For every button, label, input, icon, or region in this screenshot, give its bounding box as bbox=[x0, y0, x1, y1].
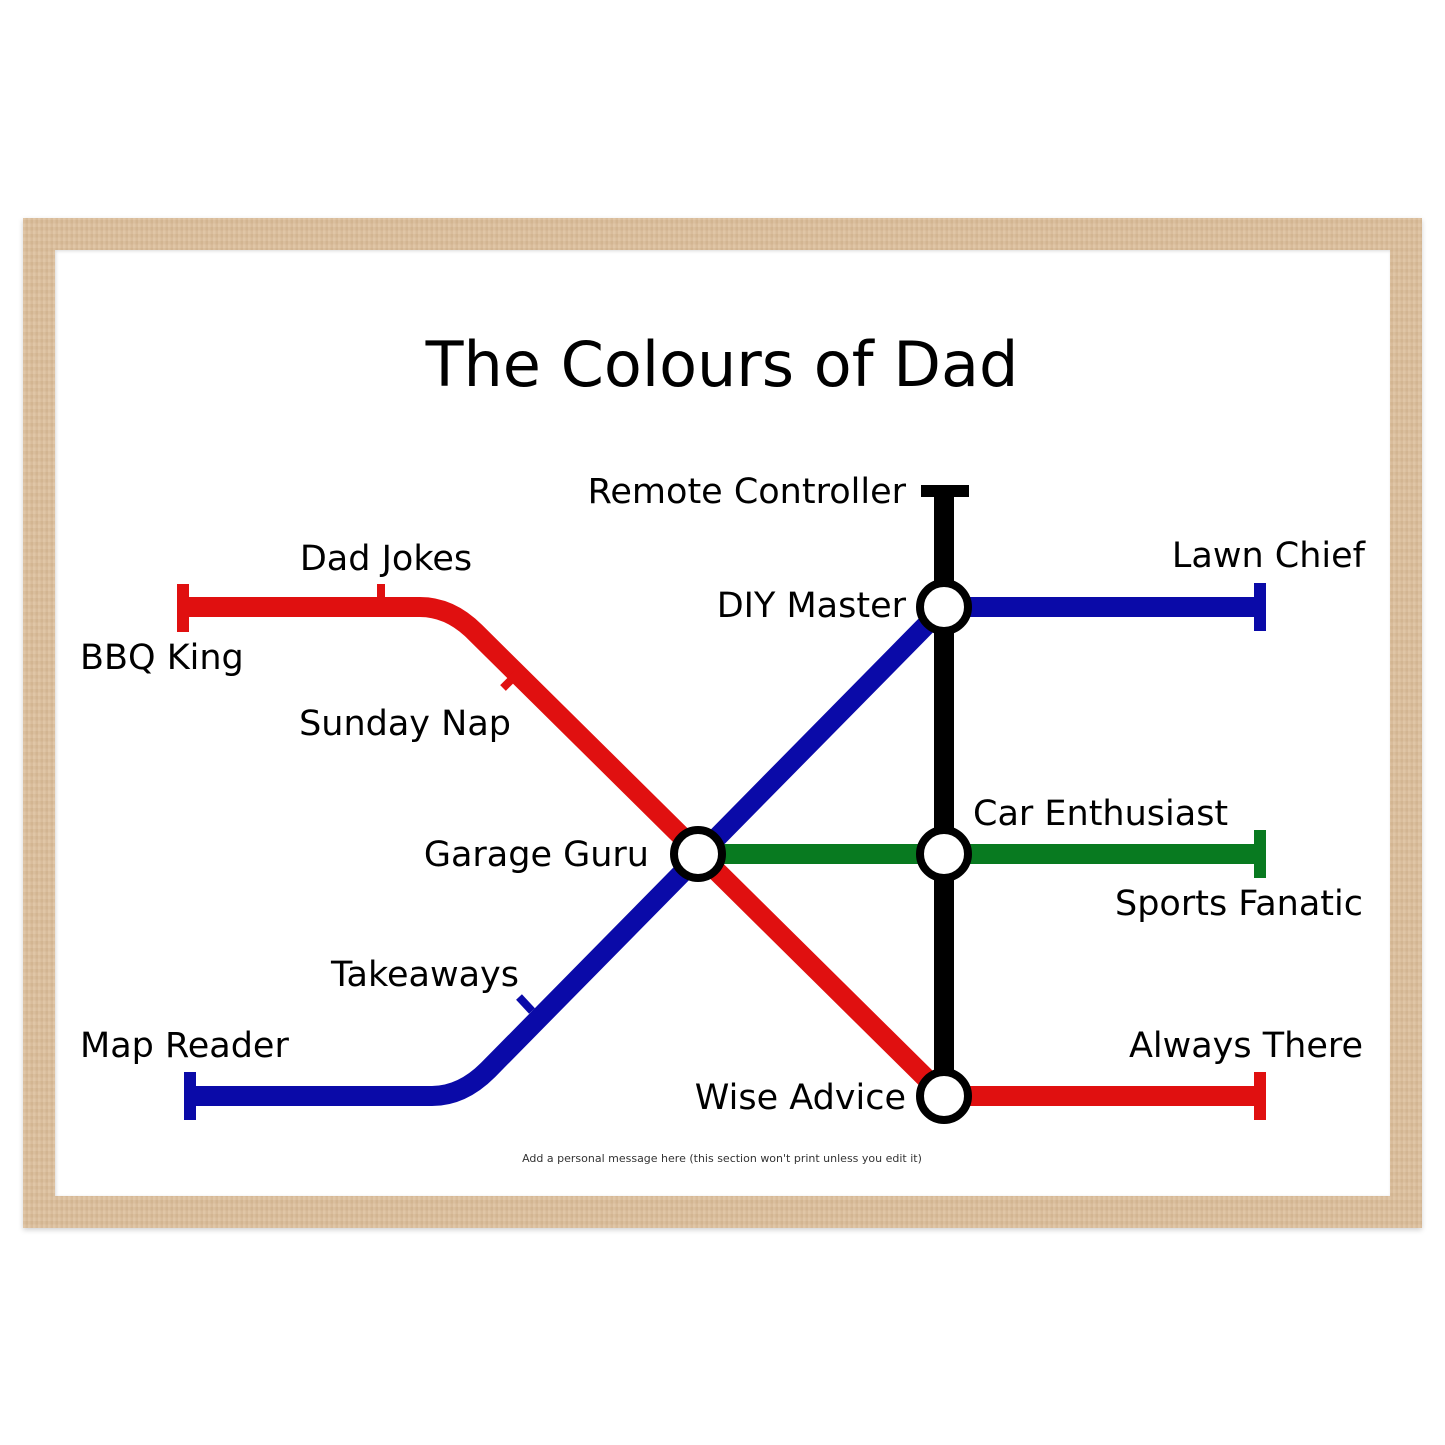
red-line bbox=[177, 584, 1266, 1120]
interchange-garage-guru bbox=[670, 826, 726, 882]
green-line bbox=[698, 830, 1266, 878]
poster-title: The Colours of Dad bbox=[425, 328, 1019, 401]
poster-paper bbox=[55, 250, 1390, 1196]
blue-line bbox=[184, 583, 1266, 1120]
label-sunday-nap: Sunday Nap bbox=[299, 704, 511, 744]
interchange-car-enthusiast bbox=[916, 826, 972, 882]
label-takeaways: Takeaways bbox=[330, 955, 519, 995]
blue-tick-takeaways bbox=[516, 994, 535, 1014]
label-car-enthusiast: Car Enthusiast bbox=[973, 794, 1228, 834]
label-map-reader: Map Reader bbox=[80, 1026, 289, 1066]
label-sports-fanatic: Sports Fanatic bbox=[1115, 884, 1363, 924]
blue-line-route bbox=[190, 597, 1260, 1106]
label-wise-advice: Wise Advice bbox=[695, 1078, 906, 1118]
label-remote-controller: Remote Controller bbox=[588, 472, 907, 512]
label-dad-jokes: Dad Jokes bbox=[300, 539, 472, 579]
label-always-there: Always There bbox=[1129, 1026, 1363, 1066]
label-diy-master: DIY Master bbox=[717, 586, 907, 626]
wood-frame bbox=[23, 218, 1422, 1228]
label-lawn-chief: Lawn Chief bbox=[1172, 536, 1366, 576]
interchange-diy-master bbox=[916, 579, 972, 635]
red-line-route bbox=[183, 597, 1260, 1106]
personal-message: Add a personal message here (this sectio… bbox=[522, 1152, 922, 1165]
interchange-wise-advice bbox=[916, 1068, 972, 1124]
label-bbq-king: BBQ King bbox=[80, 638, 244, 678]
label-garage-guru: Garage Guru bbox=[424, 835, 649, 875]
red-tick-sunday-nap bbox=[500, 671, 520, 691]
